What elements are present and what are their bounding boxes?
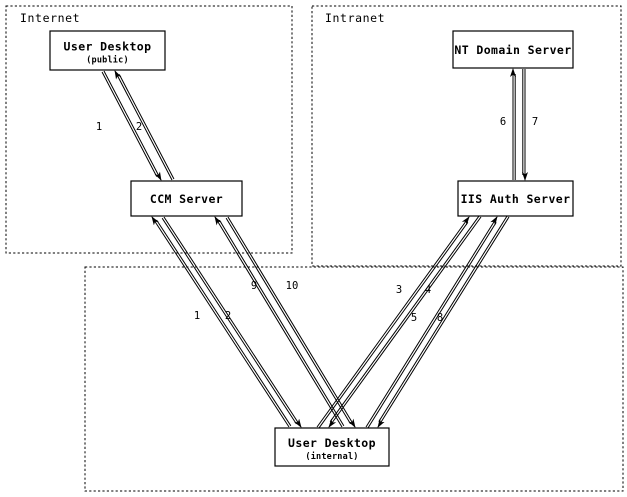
node-title-ccm-server: CCM Server — [150, 192, 223, 206]
flow-5-user-desktop-internal-to-iis-auth-server — [365, 216, 498, 429]
node-nt-domain-server[interactable]: NT Domain Server — [452, 30, 574, 69]
flows-layer — [101, 68, 528, 429]
flow-arrow-2 — [114, 70, 173, 181]
flow-step-label-3-user-desktop-internal: 3 — [396, 284, 402, 296]
flow-2-ccm-server-to-user-desktop-public — [114, 70, 175, 181]
flow-step-label-2-ccm-server: 2 — [136, 121, 142, 133]
node-box-iis-auth-server[interactable] — [457, 180, 574, 217]
zone-label-internet: Internet — [20, 11, 80, 25]
flow-2-ccm-server-to-user-desktop-internal — [161, 216, 302, 428]
flow-step-label-2-ccm-server: 2 — [225, 310, 231, 322]
flow-1-user-desktop-internal-to-ccm-server — [151, 216, 292, 428]
flow-arrow-1 — [151, 216, 290, 428]
flow-line-pair-2 — [161, 217, 297, 425]
zones-layer: Internet Intranet — [5, 5, 624, 492]
flow-7-nt-domain-server-to-iis-auth-server — [522, 69, 528, 181]
zone-boundary-internet — [5, 5, 293, 254]
zone-internet: Internet — [5, 5, 293, 254]
node-box-user-desktop-internal[interactable] — [274, 427, 390, 467]
node-ccm-server[interactable]: CCM Server — [130, 180, 243, 217]
node-title-nt-domain-server: NT Domain Server — [454, 43, 571, 57]
flow-step-label-9-user-desktop-internal: 9 — [251, 280, 257, 292]
flow-8-iis-auth-server-to-user-desktop-internal — [377, 215, 510, 428]
flow-step-label-6-iis-auth-server: 6 — [500, 116, 506, 128]
flow-arrow-8 — [377, 216, 510, 428]
flow-3-user-desktop-internal-to-iis-auth-server — [316, 216, 470, 429]
node-iis-auth-server[interactable]: IIS Auth Server — [457, 180, 574, 217]
flow-arrow-3 — [316, 216, 470, 428]
flow-arrow-9 — [214, 216, 343, 428]
flow-1-user-desktop-public-to-ccm-server — [101, 70, 162, 181]
flow-line-pair-1 — [156, 219, 292, 427]
flow-6-iis-auth-server-to-nt-domain-server — [510, 68, 516, 180]
flow-step-label-5-user-desktop-internal: 5 — [411, 312, 417, 324]
flow-labels-layer: 1 2 1 2 9 10 3 4 5 8 6 7 — [96, 116, 538, 324]
flow-line-pair-1 — [101, 71, 158, 177]
node-box-ccm-server[interactable] — [130, 180, 243, 217]
node-subtitle-user-desktop-public: (public) — [86, 55, 129, 66]
flow-step-label-10-ccm-server: 10 — [286, 280, 299, 292]
flow-line-pair-9 — [219, 219, 345, 427]
flow-arrow-10 — [227, 216, 356, 428]
zone-boundary-internal-lan — [84, 266, 624, 492]
zone-label-intranet: Intranet — [325, 11, 385, 25]
node-user-desktop-public[interactable]: User Desktop(public) — [49, 30, 166, 71]
flow-line-pair-3 — [318, 222, 469, 429]
node-title-user-desktop-public: User Desktop — [64, 40, 152, 54]
flow-10-ccm-server-to-user-desktop-internal — [225, 216, 356, 428]
node-user-desktop-internal[interactable]: User Desktop(internal) — [274, 427, 390, 467]
flow-4-iis-auth-server-to-user-desktop-internal — [328, 215, 482, 428]
flow-step-label-4-iis-auth-server: 4 — [425, 284, 431, 296]
flow-step-label-1-user-desktop-internal: 1 — [194, 310, 200, 322]
node-subtitle-user-desktop-internal: (internal) — [305, 451, 358, 462]
flow-line-pair-5 — [367, 222, 497, 429]
flow-step-label-8-iis-auth-server: 8 — [437, 312, 443, 324]
flow-arrow-5 — [365, 216, 498, 428]
flow-arrow-1 — [103, 70, 162, 181]
flow-arrow-2 — [163, 216, 302, 428]
flow-9-user-desktop-internal-to-ccm-server — [214, 216, 345, 428]
flow-step-label-7-nt-domain-server: 7 — [532, 116, 538, 128]
node-title-user-desktop-internal: User Desktop — [288, 436, 376, 450]
flow-arrow-4 — [328, 216, 482, 428]
flow-line-pair-2 — [118, 74, 175, 180]
node-box-user-desktop-public[interactable] — [49, 30, 166, 71]
node-title-iis-auth-server: IIS Auth Server — [461, 192, 571, 206]
flow-line-pair-8 — [378, 215, 508, 422]
node-box-nt-domain-server[interactable] — [452, 30, 574, 69]
flow-step-label-1-user-desktop-public: 1 — [96, 121, 102, 133]
zone-internal-lan — [84, 266, 624, 492]
flow-line-pair-10 — [225, 217, 351, 425]
flow-line-pair-4 — [329, 215, 480, 422]
